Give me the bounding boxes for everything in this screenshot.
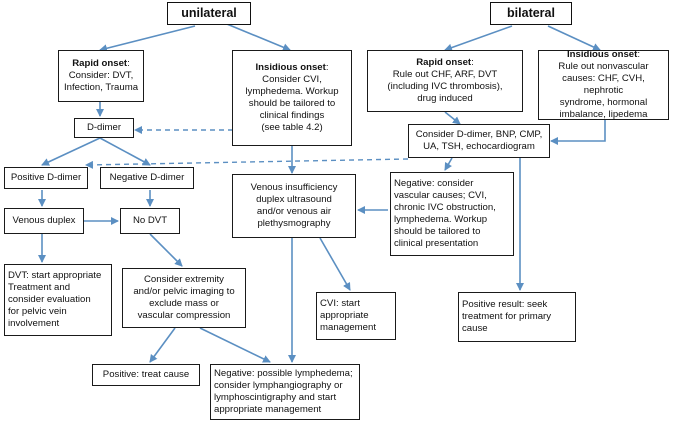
node-line: Rule out nonvascular xyxy=(558,61,649,72)
node-title: Insidious onset xyxy=(566,49,638,60)
node-line: Negative D-dimer xyxy=(109,172,185,183)
node-line: (including IVC thrombosis), xyxy=(387,81,503,92)
arrow-extremity-positive xyxy=(149,327,176,363)
node-line: clinical presentation xyxy=(394,238,479,249)
node-line: Consider: DVT, xyxy=(68,70,134,81)
node-line: lymphedema. Workup xyxy=(245,86,339,97)
arrow-bilateral-insidious xyxy=(547,25,601,51)
header-unilateral: unilateral xyxy=(167,2,251,25)
node-line: Consider CVI, xyxy=(262,74,322,85)
arrow-ddimer-negative xyxy=(99,137,151,166)
node-line: Infection, Trauma xyxy=(63,82,139,93)
node-line: Negative: consider xyxy=(394,178,474,189)
arrow-unilateral-rapid xyxy=(99,25,196,53)
node-venous-insufficiency: Venous insufficiency duplex ultrasound a… xyxy=(232,174,356,238)
dashed-consider-pos xyxy=(85,158,409,169)
node-line: should be tailored to xyxy=(394,226,481,237)
arrow-rapidbi-consider xyxy=(444,111,461,125)
node-title: Rapid onset xyxy=(416,57,472,68)
node-line: causes: CHF, CVH, nephrotic xyxy=(562,73,645,96)
node-line: syndrome, hormonal xyxy=(559,97,648,108)
node-line: lymphoscintigraphy and start xyxy=(214,392,337,403)
node-line: involvement xyxy=(8,318,60,329)
node-line: Positive D-dimer xyxy=(10,172,82,183)
node-line: lymphedema. Workup xyxy=(394,214,488,225)
node-line: appropriate xyxy=(320,310,369,321)
node-line: imbalance, lipedema xyxy=(559,109,648,120)
node-rapid-onset-bilateral: Rapid onset: Rule out CHF, ARF, DVT (inc… xyxy=(367,50,523,112)
node-line: management xyxy=(320,322,376,333)
node-line: drug induced xyxy=(417,93,473,104)
node-positive-treat-cause: Positive: treat cause xyxy=(92,364,200,386)
node-line: and/or pelvic imaging to xyxy=(133,286,235,297)
node-line: Rule out CHF, ARF, DVT xyxy=(392,69,498,80)
node-cvi-management: CVI: start appropriate management xyxy=(316,292,396,340)
node-line: duplex ultrasound xyxy=(256,194,332,205)
node-line: chronic IVC obstruction, xyxy=(394,202,496,213)
node-negative-vascular: Negative: consider vascular causes; CVI,… xyxy=(390,172,514,256)
node-line: exclude mass or xyxy=(149,298,219,309)
node-line: D-dimer xyxy=(86,122,122,133)
node-line: consider evaluation xyxy=(8,294,91,305)
node-line: should be tailored to xyxy=(248,98,336,109)
arrow-bilateral-rapid xyxy=(444,25,513,52)
node-line: Venous insufficiency xyxy=(250,182,338,193)
node-positive-result: Positive result: seek treatment for prim… xyxy=(458,292,576,342)
arrow-nodvt-extremity xyxy=(149,233,183,267)
node-title: Rapid onset xyxy=(72,58,128,69)
node-negative-ddimer: Negative D-dimer xyxy=(100,167,194,189)
node-ddimer: D-dimer xyxy=(74,118,134,138)
node-line: Positive result: seek xyxy=(462,299,548,310)
node-rapid-onset-unilateral: Rapid onset: Consider: DVT, Infection, T… xyxy=(58,50,144,102)
node-negative-lymphedema: Negative: possible lymphedema; consider … xyxy=(210,364,360,420)
node-line: clinical findings xyxy=(259,110,325,121)
node-venous-duplex: Venous duplex xyxy=(4,208,84,234)
node-line: Positive: treat cause xyxy=(102,369,190,380)
arrow-extremity-lymph xyxy=(199,327,271,363)
node-consider-ddimer: Consider D-dimer, BNP, CMP, UA, TSH, ech… xyxy=(408,124,550,158)
node-consider-extremity: Consider extremity and/or pelvic imaging… xyxy=(122,268,246,328)
node-line: Venous duplex xyxy=(12,215,76,226)
node-line: plethysmography xyxy=(257,218,331,229)
node-line: No DVT xyxy=(132,215,168,226)
node-line: for pelvic vein xyxy=(8,306,67,317)
arrow-insidiousbi-consider xyxy=(550,120,606,145)
node-dvt-treatment: DVT: start appropriate Treatment and con… xyxy=(4,264,112,336)
node-line: treatment for primary xyxy=(462,311,552,322)
node-line: appropriate management xyxy=(214,404,322,415)
node-line: vascular causes; CVI, xyxy=(394,190,487,201)
node-line: UA, TSH, echocardiogram xyxy=(423,141,535,152)
node-line: Consider D-dimer, BNP, CMP, xyxy=(415,129,543,140)
node-positive-ddimer: Positive D-dimer xyxy=(4,167,88,189)
node-no-dvt: No DVT xyxy=(120,208,180,234)
node-line: (see table 4.2) xyxy=(261,122,323,133)
node-line: consider lymphangiography or xyxy=(214,380,343,391)
node-line: CVI: start xyxy=(320,298,360,309)
node-line: vascular compression xyxy=(137,310,231,321)
arrow-ddimer-positive xyxy=(41,137,101,166)
node-line: Negative: possible lymphedema; xyxy=(214,368,353,379)
node-line: Treatment and xyxy=(8,282,71,293)
arrow-consider-negative xyxy=(444,157,453,171)
header-bilateral: bilateral xyxy=(490,2,572,25)
node-insidious-onset-unilateral: Insidious onset: Consider CVI, lymphedem… xyxy=(232,50,352,146)
node-title: Insidious onset xyxy=(255,62,326,73)
node-line: cause xyxy=(462,323,488,334)
arrow-venous-cvi xyxy=(319,237,351,291)
arrow-unilateral-insidious xyxy=(221,21,291,52)
node-line: Consider extremity xyxy=(144,274,224,285)
node-insidious-onset-bilateral: Insidious onset: Rule out nonvascular ca… xyxy=(538,49,669,120)
node-line: DVT: start appropriate xyxy=(8,270,102,281)
node-line: and/or venous air xyxy=(256,206,332,217)
